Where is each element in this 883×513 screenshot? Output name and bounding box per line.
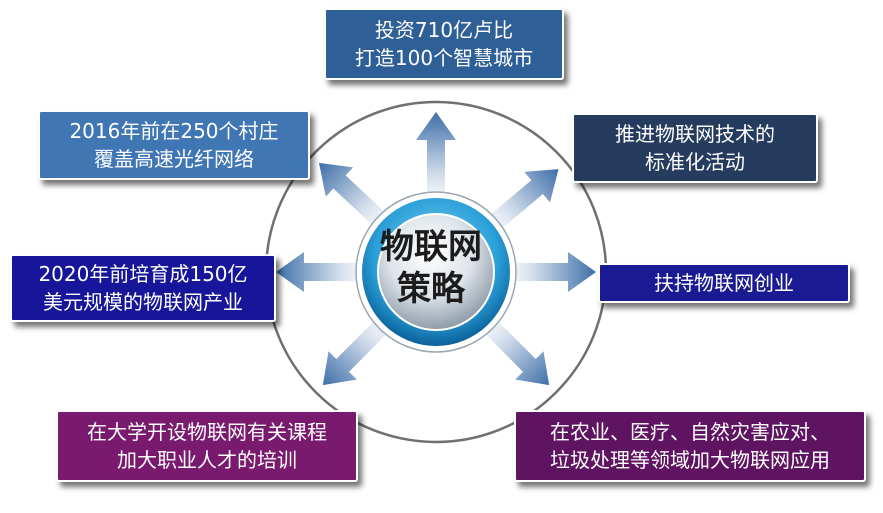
center-title: 物联网 策略 <box>375 218 487 318</box>
node-lower-left: 在大学开设物联网有关课程 加大职业人才的培训 <box>56 410 358 482</box>
node-middle-left-line1: 2020年前培育成150亿 <box>38 262 248 286</box>
node-lower-right: 在农业、医疗、自然灾害应对、 垃圾处理等领域加大物联网应用 <box>514 410 866 482</box>
center-title-line2: 策略 <box>397 269 465 309</box>
center-hub <box>355 191 517 353</box>
arrow-top <box>416 112 456 222</box>
center-title-line1: 物联网 <box>380 227 482 267</box>
node-top-line2: 打造100个智慧城市 <box>354 46 534 70</box>
node-upper-left: 2016年前在250个村庄 覆盖高速光纤网络 <box>38 110 310 180</box>
node-upper-right-line2: 标准化活动 <box>645 150 745 174</box>
node-lower-left-line2: 加大职业人才的培训 <box>117 448 297 472</box>
arrow-left <box>276 252 386 292</box>
node-upper-left-line2: 覆盖高速光纤网络 <box>94 147 254 171</box>
node-middle-right: 扶持物联网创业 <box>598 263 850 303</box>
arrow-right <box>486 252 596 292</box>
node-upper-right-line1: 推进物联网技术的 <box>615 122 775 146</box>
node-lower-right-line2: 垃圾处理等领域加大物联网应用 <box>550 448 830 472</box>
node-middle-left: 2020年前培育成150亿 美元规模的物联网产业 <box>10 254 276 322</box>
node-middle-right-line1: 扶持物联网创业 <box>654 271 794 295</box>
node-lower-right-line1: 在农业、医疗、自然灾害应对、 <box>550 420 830 444</box>
node-upper-right: 推进物联网技术的 标准化活动 <box>572 113 818 183</box>
node-upper-left-line1: 2016年前在250个村庄 <box>69 119 279 143</box>
node-top: 投资710亿卢比 打造100个智慧城市 <box>324 8 564 80</box>
node-middle-left-line2: 美元规模的物联网产业 <box>43 290 243 314</box>
node-lower-left-line1: 在大学开设物联网有关课程 <box>87 420 327 444</box>
node-top-line1: 投资710亿卢比 <box>374 18 514 42</box>
